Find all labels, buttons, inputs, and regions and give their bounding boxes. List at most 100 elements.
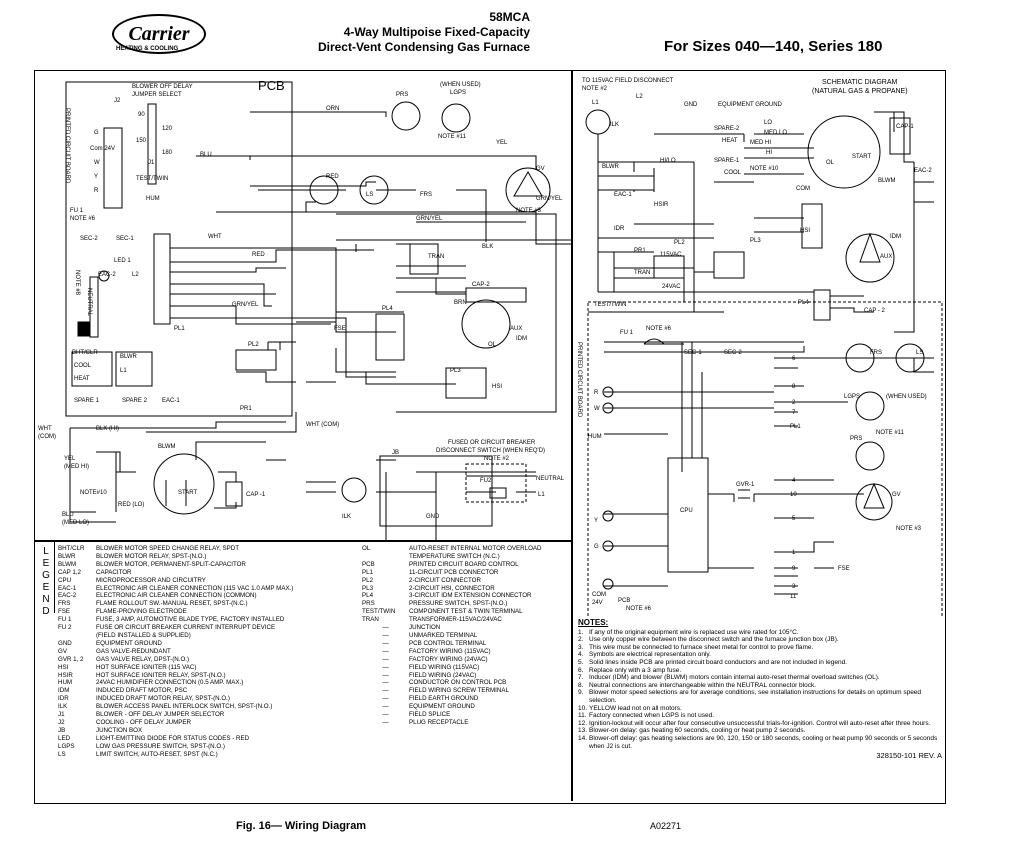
idm-label: IDM: [516, 336, 527, 342]
legend-symbol-row: —FIELD SPLICE: [362, 711, 572, 719]
yel-medhi-2: (MED HI): [64, 464, 89, 470]
note-item: 10.YELLOW lead not on all motors.: [578, 705, 942, 713]
sch-cool: COOL: [724, 170, 742, 176]
legend-symbol-description: FACTORY WIRING (24VAC): [409, 655, 488, 663]
legend-symbol-row: —PCB CONTROL TERMINAL: [362, 640, 572, 648]
legend-code: BHT/CLR: [58, 545, 85, 552]
legend-code: HSIR: [58, 671, 73, 679]
legend-code: EAC-2: [58, 592, 77, 600]
note-text: Symbols are electrical representation on…: [589, 651, 711, 659]
note-text: Use only copper wire between the disconn…: [589, 636, 839, 644]
legend-description: 2-CIRCUIT HSI, CONNECTOR: [409, 584, 495, 592]
legend-row: (FIELD INSTALLED & SUPPLIED): [58, 632, 358, 640]
title-line-1: 4-Way Multipoise Fixed-Capacity: [343, 25, 530, 39]
legend-symbol-description: FIELD SPLICE: [409, 711, 451, 719]
sch-note6: NOTE #6: [646, 326, 672, 332]
note-item: 8.Neutral connections are interchangeabl…: [578, 682, 942, 690]
sch-lgps: LGPS: [844, 394, 860, 400]
sch-y: Y: [594, 518, 598, 524]
note-number: 13.: [578, 727, 588, 735]
note-number: 4.: [578, 651, 584, 659]
wire-red: RED: [326, 174, 339, 180]
terminal-y: Y: [94, 174, 98, 180]
cool-label: COOL: [74, 363, 92, 369]
legend-code: PL2: [362, 576, 374, 584]
legend-code: LGPS: [58, 742, 75, 750]
l1-label: L1: [120, 368, 127, 374]
j1-label: J1: [148, 160, 155, 166]
legend-symbol-icon: —: [382, 655, 389, 663]
lgps-when-used: (WHEN USED): [440, 82, 481, 88]
note-item: 14.Blower-off delay: gas heating selecti…: [578, 735, 942, 750]
legend-symbol-description: PLUG RECEPTACLE: [409, 718, 469, 726]
pin-8: 8: [792, 384, 796, 390]
legend-code: PL4: [362, 592, 374, 600]
note-item: 3.This wire must be connected to furnace…: [578, 644, 942, 652]
l2-label: L2: [132, 272, 139, 278]
note-item: 11.Factory connected when LGPS is not us…: [578, 712, 942, 720]
legend-code: PRS: [362, 600, 375, 608]
pin-6: 6: [792, 356, 796, 362]
jumper-90: 90: [138, 112, 145, 118]
legend-row: EAC-2 ELECTRONIC AIR CLEANER CONNECTION (…: [58, 592, 358, 600]
legend-letter: E: [42, 582, 50, 593]
legend-description: 11-CIRCUIT PCB CONNECTOR: [409, 568, 499, 576]
pin-11: 11: [790, 594, 797, 600]
legend-description: PRESSURE SWITCH, SPST-(N.O.): [409, 600, 508, 608]
legend-row: PL4 3-CIRCUIT IDM EXTENSION CONNECTOR: [362, 592, 572, 600]
brand-subtitle: HEATING & COOLING: [116, 46, 179, 52]
legend-code: TRAN: [362, 616, 379, 624]
legend-code: PCB: [362, 560, 375, 568]
neutral-right-label: NEUTRAL: [536, 476, 565, 482]
sch-gnd: GND: [684, 102, 698, 108]
note-number: 7.: [578, 674, 584, 682]
legend-code: PL3: [362, 584, 374, 592]
legend-code: HSI: [58, 663, 69, 671]
sch-fse: FSE: [838, 566, 850, 572]
pcb-label: PCB: [258, 78, 285, 93]
note-text: Neutral connections are interchangeable …: [589, 681, 817, 689]
fse-label: FSE: [334, 326, 346, 332]
spare2-label: SPARE 2: [122, 398, 148, 404]
legend-symbol-row: — PLUG RECEPTACLE: [362, 719, 572, 727]
legend-description: ELECTRONIC AIR CLEANER CONNECTION (115 V…: [96, 584, 294, 592]
legend-symbol-icon: —: [382, 671, 389, 679]
j2-label: J2: [114, 98, 121, 104]
legend-description: ELECTRONIC AIR CLEANER CONNECTION (COMMO…: [96, 592, 257, 600]
sch-note10: NOTE #10: [750, 166, 779, 172]
wht-com-2: (COM): [38, 434, 56, 440]
legend-symbol-row: —FIELD EARTH GROUND: [362, 695, 572, 703]
wire-blu: BLU: [200, 152, 212, 158]
fused-note2: NOTE #2: [484, 456, 510, 462]
sch-idm: IDM: [890, 234, 901, 240]
note-number: 3.: [578, 643, 584, 651]
legend-code: FSE: [58, 608, 71, 616]
note-item: 4. Symbols are electrical representation …: [578, 651, 942, 659]
legend-symbol-icon: —: [382, 718, 389, 726]
sch-note6b: NOTE #6: [626, 606, 652, 612]
legend-description: CAPACITOR: [96, 568, 132, 576]
jumper-120: 120: [162, 126, 173, 132]
notes-heading: NOTES:: [578, 618, 609, 627]
heat-label: HEAT: [74, 376, 90, 382]
note-item: 13.Blower-on delay: gas heating 60 secon…: [578, 727, 942, 735]
sch-gvr1: GVR-1: [736, 482, 755, 488]
sch-pr1: PR1: [634, 248, 646, 254]
sch-med-hi: MED HI: [750, 140, 771, 146]
legend-code: FU 1: [58, 616, 72, 624]
legend-description: 3-CIRCUIT IDM EXTENSION CONNECTOR: [409, 592, 532, 600]
eac2-label: EAC-2: [98, 272, 116, 278]
sch-com24-2: 24V: [592, 600, 603, 606]
legend-symbol-row: —CONDUCTOR ON CONTROL PCB: [362, 679, 572, 687]
note-item: 5.Solid lines inside PCB are printed cir…: [578, 659, 942, 667]
legend-symbol-row: —FIELD WIRING SCREW TERMINAL: [362, 687, 572, 695]
